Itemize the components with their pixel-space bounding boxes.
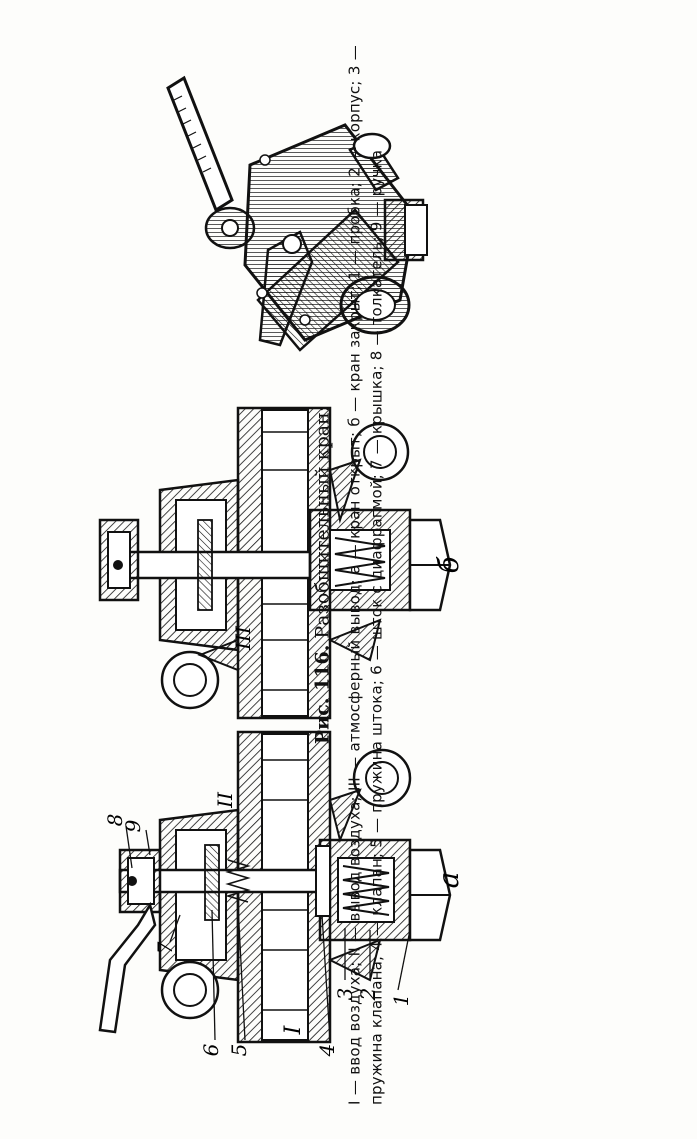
label-view-b: б — [432, 556, 465, 574]
label-part-3: 3 — [333, 988, 357, 1001]
label-view-a: а — [432, 872, 465, 889]
label-part-1: 1 — [389, 994, 413, 1007]
figure-caption: Рис. 116. Разобщительный кран: I — ввод … — [308, 45, 388, 1105]
label-part-5: 5 — [227, 1044, 251, 1057]
isometric-valve — [166, 75, 428, 352]
label-part-6: 6 — [199, 1043, 223, 1056]
label-part-2: 2 — [356, 988, 380, 1002]
figure-number: Рис. 116. — [311, 644, 334, 745]
label-port-III: III — [231, 625, 255, 651]
figure-title: Разобщительный кран: — [311, 405, 334, 639]
caption-legend: I — ввод воздуха; II — вывод воздуха; II… — [344, 45, 386, 1105]
caption-title-line: Рис. 116. Разобщительный кран: — [308, 45, 337, 1105]
label-part-7: 7 — [153, 941, 177, 954]
label-part-4: 4 — [315, 1044, 339, 1058]
label-part-8: 8 — [103, 814, 127, 827]
label-port-I: I — [281, 1024, 306, 1035]
label-part-9: 9 — [121, 819, 145, 832]
label-port-II: II — [213, 791, 237, 809]
